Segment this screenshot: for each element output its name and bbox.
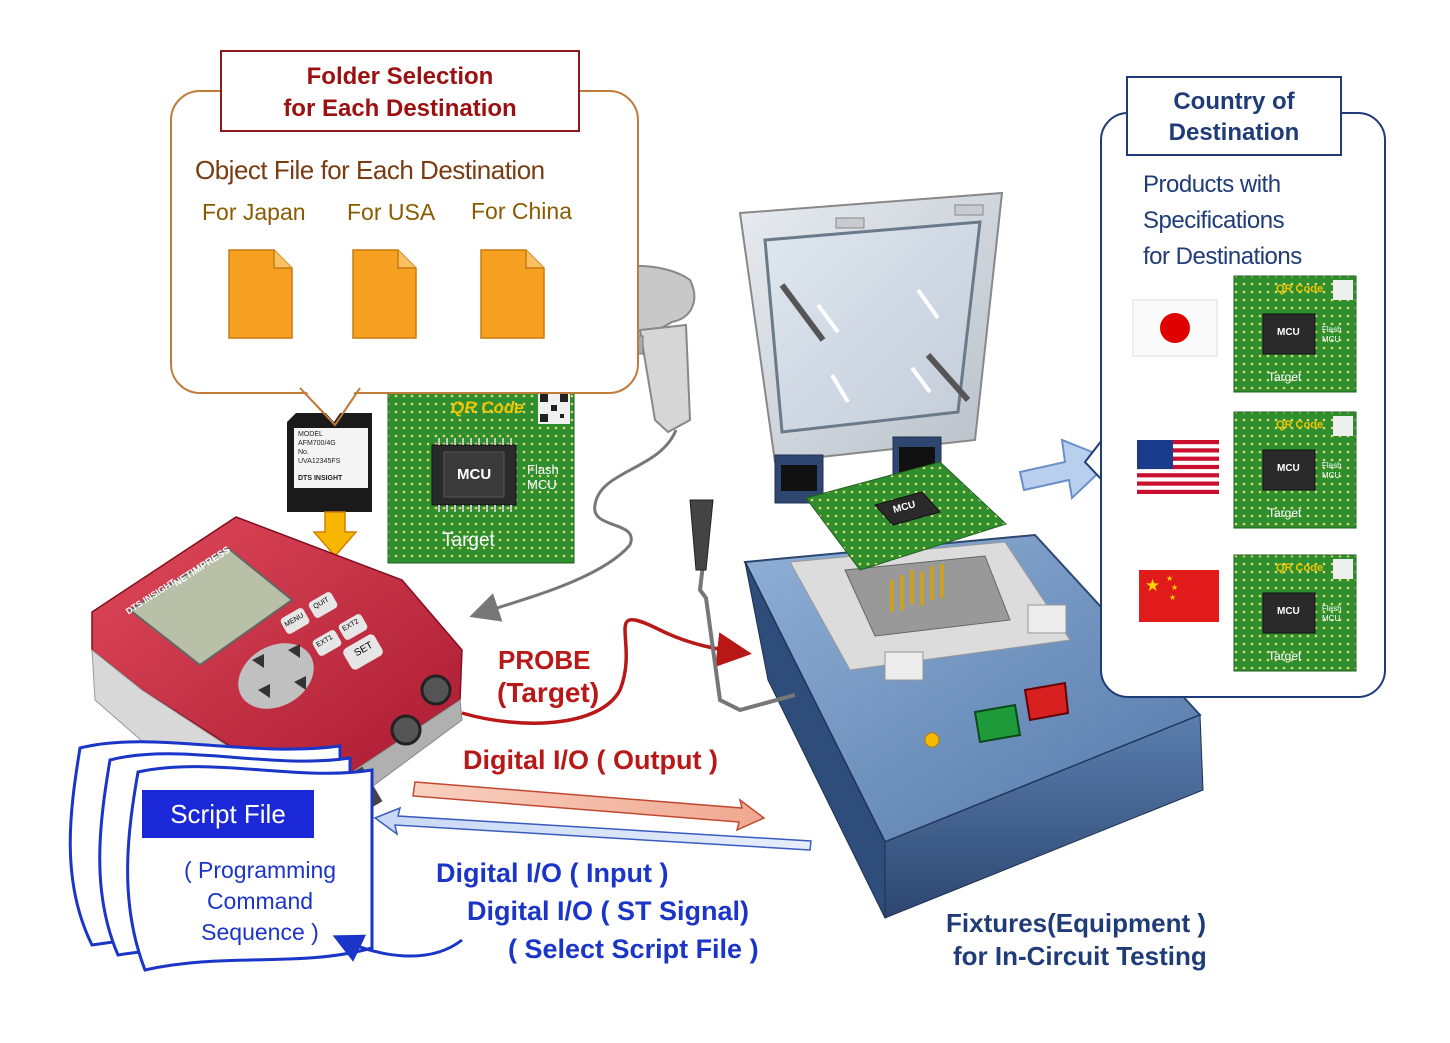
flash-line2: MCU xyxy=(1322,471,1341,480)
country-title-line1: Country of xyxy=(1173,88,1295,115)
digital-io-st-signal-label: Digital I/O ( ST Signal) xyxy=(467,896,750,926)
sd-line2: AFM700/4G xyxy=(298,440,336,447)
fixture-base xyxy=(743,533,1204,919)
product-qr-label-2: QR Code xyxy=(1276,419,1324,431)
digital-io-output-label: Digital I/O ( Output ) xyxy=(463,745,718,775)
digital-io-input-label: Digital I/O ( Input ) xyxy=(436,858,669,888)
fixture-lid xyxy=(738,191,1004,504)
sd-card-label: MODEL AFM700/4G No. UVA12345FS DTS INSIG… xyxy=(298,430,366,483)
product-qr-label-1: QR Code xyxy=(1276,283,1324,295)
product-mcu-label-3: MCU xyxy=(1277,606,1300,617)
product-target-label-2: Target xyxy=(1268,506,1302,520)
probe-target-label: (Target) xyxy=(497,677,600,708)
script-file-description: ( Programming Command Sequence ) xyxy=(160,855,360,948)
dest-label-japan: For Japan xyxy=(202,199,306,225)
script-line2: Command xyxy=(206,888,314,914)
product-target-label-3: Target xyxy=(1268,649,1302,663)
folder-title-line2: for Each Destination xyxy=(283,95,517,122)
flash-line1: Flash xyxy=(1322,461,1342,470)
flash-line2: MCU xyxy=(527,477,557,492)
flash-line2: MCU xyxy=(1322,335,1341,344)
flash-line2: MCU xyxy=(1322,614,1341,623)
output-arrow xyxy=(412,781,766,832)
product-target-label-1: Target xyxy=(1268,370,1302,384)
sd-line1: MODEL xyxy=(298,431,323,438)
sd-card-icon xyxy=(287,413,372,512)
products-line2: Specifications xyxy=(1143,207,1285,234)
product-mcu-label-1: MCU xyxy=(1277,327,1300,338)
flash-line1: Flash xyxy=(1322,604,1342,613)
input-arrow xyxy=(373,806,812,851)
folder-selection-title: Folder Selection for Each Destination xyxy=(220,50,580,132)
script-line1: ( Programming xyxy=(183,857,337,883)
target-board xyxy=(387,386,575,564)
fixture-caption-line2: for In-Circuit Testing xyxy=(953,941,1207,971)
folder-callout xyxy=(170,90,639,394)
folder-title-line1: Folder Selection xyxy=(306,63,494,90)
flash-line1: Flash xyxy=(1322,325,1342,334)
sd-line4: UVA12345FS xyxy=(298,458,341,465)
sd-brand: DTS INSIGHT xyxy=(298,475,343,482)
products-line3: for Destinations xyxy=(1143,243,1302,270)
select-script-file-label: ( Select Script File ) xyxy=(508,934,759,964)
qr-code-label: QR Code xyxy=(451,398,524,417)
fixture-caption-line1: Fixtures(Equipment ) xyxy=(946,908,1207,938)
product-mcu-label-2: MCU xyxy=(1277,463,1300,474)
product-qr-label-3: QR Code xyxy=(1276,562,1324,574)
dest-label-usa: For USA xyxy=(347,199,436,225)
script-file-title: Script File xyxy=(142,790,314,838)
mcu-chip-label: MCU xyxy=(457,466,492,483)
country-of-destination-title: Country of Destination xyxy=(1126,76,1342,156)
dest-label-china: For China xyxy=(471,198,572,224)
insert-arrow-icon xyxy=(312,511,358,558)
products-line1: Products with xyxy=(1143,171,1281,198)
sd-line3: No. xyxy=(298,449,309,456)
fixture-pcb xyxy=(805,461,1007,571)
country-title-line2: Destination xyxy=(1168,119,1300,146)
object-file-title: Object File for Each Destination xyxy=(195,155,545,185)
flash-line1: Flash xyxy=(527,462,559,477)
script-line3: Sequence ) xyxy=(201,919,319,945)
target-label: Target xyxy=(442,530,495,551)
destination-arrow xyxy=(1018,438,1114,501)
probe-label: PROBE xyxy=(498,645,591,675)
flash-mcu-label: Flash MCU xyxy=(527,462,559,492)
products-description: Products with Specifications for Destina… xyxy=(1143,167,1302,275)
